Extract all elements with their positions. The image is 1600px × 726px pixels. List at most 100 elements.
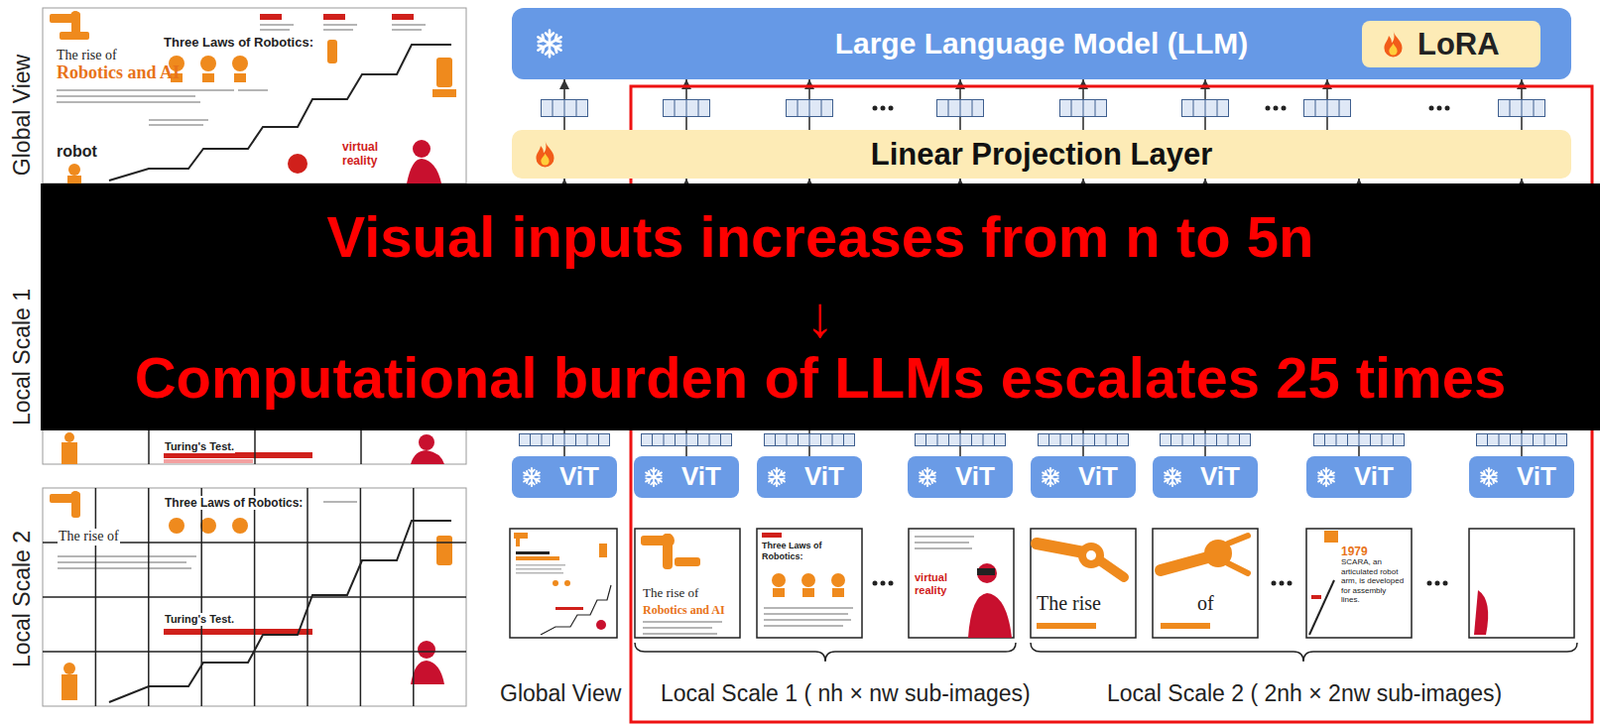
ellipsis-dots-part <box>1437 106 1443 112</box>
section-label: Global View <box>8 54 37 176</box>
curly-brace-part <box>1030 642 1578 662</box>
sub-image-6-content <box>1309 530 1339 635</box>
text-label: The rise of <box>642 585 699 602</box>
sub-image-6-content-part <box>1311 595 1322 600</box>
sub-image-2-content-part <box>761 532 782 538</box>
label-holder: robot <box>56 141 98 161</box>
local-scale-2-thumbnail-part <box>57 555 197 558</box>
global-thumbnail-part <box>391 28 422 31</box>
sub-image-2-content-part <box>763 624 844 627</box>
sub-image-frames-part <box>908 528 1014 638</box>
vit-encoder: ViT <box>1469 456 1575 498</box>
global-thumbnail-part <box>406 158 442 184</box>
global-thumbnail-part <box>327 39 338 64</box>
global-thumbnail-part <box>391 23 426 26</box>
text-label: Local Scale 1 ( nh × nw sub-images) <box>660 680 1031 709</box>
ellipsis-dots-part <box>1429 106 1435 112</box>
global-thumbnail-part <box>59 31 90 40</box>
local-scale-2-thumbnail-part <box>200 517 217 534</box>
ellipsis-dots-part <box>888 106 894 112</box>
overlay-banner-text: Computational burden of LLMs escalates 2… <box>134 345 1507 412</box>
vit-encoder-text-holder: ViT <box>790 456 859 498</box>
ellipsis-dots-part <box>872 106 878 112</box>
local-scale-2-thumbnail-part <box>57 561 187 564</box>
flame-icon <box>1377 28 1409 60</box>
vit-encoder: ViT <box>756 456 862 498</box>
sub-image-frames-part <box>634 528 740 638</box>
global-thumbnail-part <box>200 55 217 72</box>
sub-image-frames <box>509 528 1575 638</box>
overlay-banner-text-holder: Visual inputs increases from n to 5n <box>40 204 1600 270</box>
global-thumbnail-part <box>56 95 196 98</box>
text-label: Turing's Test. <box>163 613 236 626</box>
token-rows-part <box>1060 100 1108 118</box>
text-label: Three Laws of Robotics: <box>761 540 858 563</box>
token-rows-part <box>915 434 1006 447</box>
sub-image-2-content-part <box>771 573 846 598</box>
lora-box-text-holder: LoRA <box>1417 20 1537 68</box>
snowflake-icon <box>533 27 566 60</box>
ellipsis-dots-part <box>1265 106 1271 112</box>
global-sub-image-part <box>515 551 550 555</box>
vit-encoder: ViT <box>633 456 739 498</box>
vit-encoder-text: ViT <box>1078 462 1118 493</box>
vit-encoder-text-holder: ViT <box>1502 456 1571 498</box>
local-scale-2-thumbnail-part <box>57 567 192 570</box>
snowflake-icon <box>1477 466 1500 489</box>
global-thumbnail-part <box>202 73 215 83</box>
text-label: virtual reality <box>914 571 965 598</box>
local-scale-1-thumbnail-part <box>163 459 253 464</box>
text-label: Turing's Test. <box>163 440 236 454</box>
label-holder: Local Scale 1 ( nh × nw sub-images) <box>660 680 1031 709</box>
sub-image-1-content-part <box>660 533 675 548</box>
sub-image-3-content-part <box>914 547 973 550</box>
sub-image-3-content-part <box>914 535 975 538</box>
token-rows-part <box>1160 434 1251 447</box>
sub-image-3-content-part <box>968 593 1012 638</box>
sub-image-2-content-part <box>772 588 785 598</box>
global-thumbnail-part <box>432 89 457 98</box>
curly-brace <box>634 642 1578 662</box>
label-holder: virtual reality <box>914 571 965 599</box>
ellipsis-dots-part <box>1279 581 1285 587</box>
text-label: SCARA, an articulated robot arm, is deve… <box>1341 557 1407 606</box>
sub-image-frames-part <box>1306 528 1412 638</box>
snowflake-icon <box>916 466 939 489</box>
sub-image-7-content-part <box>1474 590 1488 635</box>
snowflake-icon <box>1315 466 1338 489</box>
snowflake-icon <box>1039 466 1062 489</box>
vit-encoder: ViT <box>1030 456 1136 498</box>
sub-image-frames-part <box>1469 528 1575 638</box>
vit-encoder-text-holder: ViT <box>545 456 614 498</box>
label-holder: Local Scale 2 ( 2nh × 2nw sub-images) <box>1107 680 1502 709</box>
sub-image-2-content-part <box>832 588 845 598</box>
vit-encoder-text: ViT <box>1516 462 1557 493</box>
token-rows-part <box>1304 100 1352 118</box>
label-holder: Three Laws of Robotics: <box>761 540 858 564</box>
text-label: Local Scale 2 ( 2nh × 2nw sub-images) <box>1107 680 1502 709</box>
ellipsis-dots-part <box>1271 581 1277 587</box>
local-scale-2-thumbnail <box>42 488 467 707</box>
label-holder: The rise of <box>642 583 699 602</box>
snowflake-icon <box>537 30 561 58</box>
label-holder: virtual reality <box>342 139 398 169</box>
sub-image-6-content-part <box>1324 530 1339 543</box>
token-rows-part <box>541 100 589 118</box>
flame-icon <box>529 138 561 170</box>
sub-image-5-content-part <box>1228 535 1248 574</box>
text-label: Three Laws of Robotics: <box>163 34 314 51</box>
global-thumbnail-part <box>232 55 248 72</box>
sub-image-3-content-part <box>914 541 970 544</box>
text-label: Global View <box>499 680 621 709</box>
token-rows-part <box>663 100 711 118</box>
section-label: Local Scale 1 <box>8 288 37 426</box>
vit-encoder-text: ViT <box>681 462 722 493</box>
sub-image-frames-part <box>509 528 617 638</box>
global-thumbnail-part <box>68 163 81 176</box>
text-label: Robotics and AI <box>56 62 180 85</box>
label-holder: The rise of <box>57 526 121 546</box>
text-label: The rise of <box>56 47 118 65</box>
local-scale-2-thumbnail-part <box>71 492 81 518</box>
global-thumbnail <box>42 7 467 184</box>
snowflake-icon <box>1164 468 1181 487</box>
